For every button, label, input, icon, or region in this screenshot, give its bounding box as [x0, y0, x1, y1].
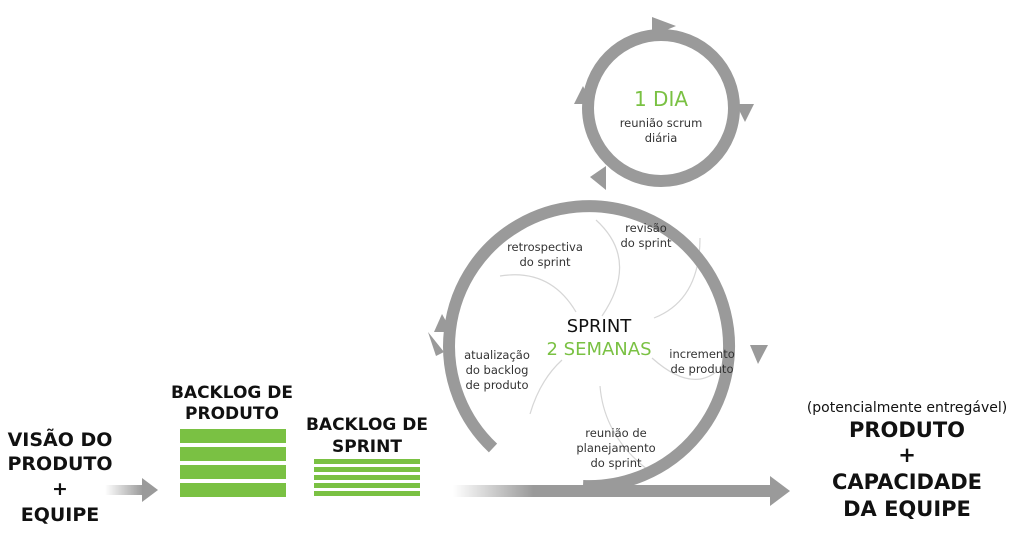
- daily-cycle: [574, 17, 754, 187]
- daily-description: reunião scrum diária: [620, 116, 703, 145]
- svg-text:retrospectiva: retrospectiva: [507, 240, 583, 254]
- svg-text:reunião scrum: reunião scrum: [620, 116, 703, 130]
- sprint-backlog-label: BACKLOG DE SPRINT: [306, 415, 428, 457]
- result-label: PRODUTO + CAPACIDADE DA EQUIPE: [832, 418, 982, 521]
- daily-title: 1 DIA: [634, 87, 688, 111]
- product-backlog-label: BACKLOG DE PRODUTO: [171, 383, 293, 424]
- svg-text:DA EQUIPE: DA EQUIPE: [843, 497, 971, 521]
- event-product-increment: incremento de produto: [669, 347, 734, 376]
- svg-text:+: +: [898, 443, 916, 467]
- svg-text:do sprint: do sprint: [620, 236, 671, 250]
- svg-text:de produto: de produto: [671, 362, 734, 376]
- event-sprint-review: revisão do sprint: [620, 221, 671, 250]
- result-note: (potencialmente entregável): [807, 400, 1007, 416]
- svg-text:EQUIPE: EQUIPE: [21, 504, 100, 526]
- svg-text:do backlog: do backlog: [466, 363, 529, 377]
- sprint-duration: 2 SEMANAS: [546, 339, 651, 360]
- svg-text:CAPACIDADE: CAPACIDADE: [832, 470, 982, 494]
- event-backlog-update: atualização do backlog de produto: [464, 348, 530, 392]
- sprint-title: SPRINT: [567, 316, 633, 337]
- svg-text:do sprint: do sprint: [519, 255, 570, 269]
- svg-text:BACKLOG DE: BACKLOG DE: [171, 383, 293, 403]
- svg-text:VISÃO DO: VISÃO DO: [8, 427, 113, 451]
- product-vision-label: VISÃO DO PRODUTO + EQUIPE: [7, 427, 112, 526]
- event-sprint-retrospective: retrospectiva do sprint: [507, 240, 583, 269]
- svg-text:de produto: de produto: [466, 378, 529, 392]
- sprint-cycle: [428, 166, 768, 493]
- svg-text:PRODUTO: PRODUTO: [185, 404, 279, 424]
- svg-text:atualização: atualização: [464, 348, 530, 362]
- svg-text:planejamento: planejamento: [576, 441, 655, 455]
- event-sprint-planning: reunião de planejamento do sprint: [576, 426, 655, 470]
- svg-text:+: +: [52, 478, 68, 500]
- svg-text:incremento: incremento: [669, 347, 734, 361]
- svg-text:BACKLOG DE: BACKLOG DE: [306, 415, 428, 435]
- vision-to-backlog-arrow: [105, 478, 158, 502]
- svg-text:revisão: revisão: [625, 221, 667, 235]
- svg-text:diária: diária: [645, 131, 678, 145]
- svg-text:PRODUTO: PRODUTO: [7, 453, 112, 475]
- svg-text:do sprint: do sprint: [590, 456, 641, 470]
- svg-text:SPRINT: SPRINT: [332, 437, 402, 457]
- main-flow-arrow: [453, 476, 790, 506]
- product-backlog-stack: [180, 429, 286, 497]
- sprint-backlog-stack: [314, 459, 420, 496]
- svg-text:PRODUTO: PRODUTO: [849, 418, 965, 442]
- svg-text:reunião de: reunião de: [585, 426, 646, 440]
